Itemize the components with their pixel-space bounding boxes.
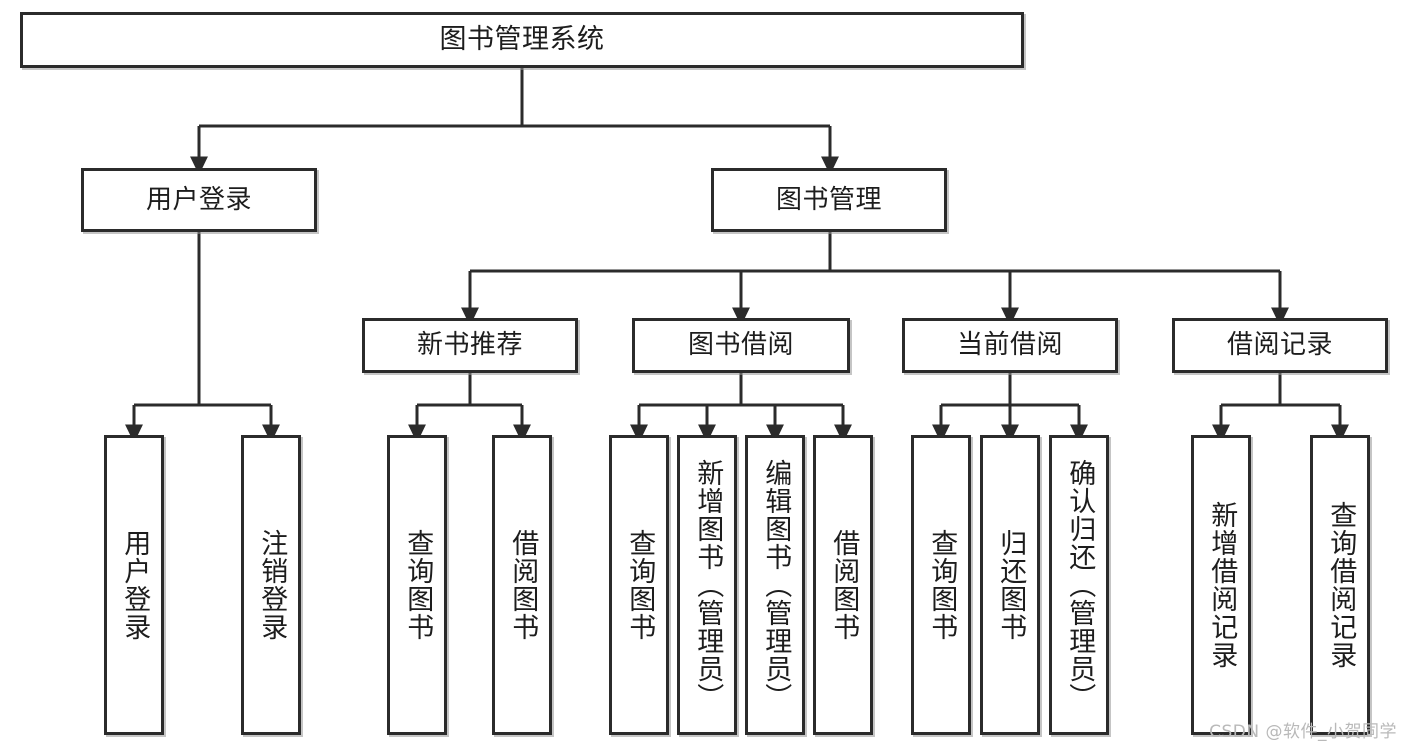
leaf-new-book-borrow[interactable]: 借阅图书	[492, 435, 552, 735]
node-current-borrow-label: 当前借阅	[956, 330, 1063, 361]
leaf-new-book-borrow-label: 借阅图书	[507, 529, 539, 641]
node-borrow-record[interactable]: 借阅记录	[1172, 318, 1388, 373]
leaf-borrow-query-book[interactable]: 查询图书	[609, 435, 669, 735]
leaf-borrow-add-book-admin-label: 新增图书（管理员）	[692, 459, 724, 711]
leaf-current-confirm-return-admin-label: 确认归还（管理员）	[1064, 459, 1096, 711]
leaf-current-query-book[interactable]: 查询图书	[911, 435, 971, 735]
csdn-watermark: CSDN @软件_小贺同学	[1209, 722, 1397, 742]
node-book-management-label: 图书管理	[775, 184, 882, 215]
node-borrow-record-label: 借阅记录	[1226, 330, 1333, 361]
leaf-borrow-edit-book-admin-label: 编辑图书（管理员）	[760, 459, 792, 711]
leaf-new-book-query-label: 查询图书	[402, 529, 434, 641]
node-book-borrow-label: 图书借阅	[687, 330, 794, 361]
leaf-new-book-query[interactable]: 查询图书	[387, 435, 447, 735]
leaf-user-login-signin[interactable]: 用户登录	[104, 435, 164, 735]
leaf-record-query-record-label: 查询借阅记录	[1325, 501, 1357, 669]
node-user-login[interactable]: 用户登录	[81, 168, 317, 232]
node-book-management[interactable]: 图书管理	[711, 168, 947, 232]
node-current-borrow[interactable]: 当前借阅	[902, 318, 1118, 373]
leaf-record-add-record-label: 新增借阅记录	[1206, 501, 1238, 669]
leaf-record-query-record[interactable]: 查询借阅记录	[1310, 435, 1370, 735]
leaf-borrow-borrow-book[interactable]: 借阅图书	[813, 435, 873, 735]
leaf-current-return-book[interactable]: 归还图书	[980, 435, 1040, 735]
node-root-system-label: 图书管理系统	[439, 24, 605, 56]
leaf-borrow-edit-book-admin[interactable]: 编辑图书（管理员）	[745, 435, 805, 735]
leaf-user-login-signout-label: 注销登录	[256, 529, 288, 641]
node-user-login-label: 用户登录	[145, 184, 252, 215]
leaf-borrow-borrow-book-label: 借阅图书	[828, 529, 860, 641]
node-book-borrow[interactable]: 图书借阅	[632, 318, 850, 373]
leaf-current-query-book-label: 查询图书	[926, 529, 958, 641]
leaf-borrow-add-book-admin[interactable]: 新增图书（管理员）	[677, 435, 737, 735]
leaf-record-add-record[interactable]: 新增借阅记录	[1191, 435, 1251, 735]
leaf-user-login-signin-label: 用户登录	[119, 529, 151, 641]
node-new-book-recommend[interactable]: 新书推荐	[362, 318, 578, 373]
node-new-book-recommend-label: 新书推荐	[416, 330, 523, 361]
leaf-current-return-book-label: 归还图书	[995, 529, 1027, 641]
leaf-user-login-signout[interactable]: 注销登录	[241, 435, 301, 735]
leaf-current-confirm-return-admin[interactable]: 确认归还（管理员）	[1049, 435, 1109, 735]
node-root-system[interactable]: 图书管理系统	[20, 12, 1024, 68]
leaf-borrow-query-book-label: 查询图书	[624, 529, 656, 641]
